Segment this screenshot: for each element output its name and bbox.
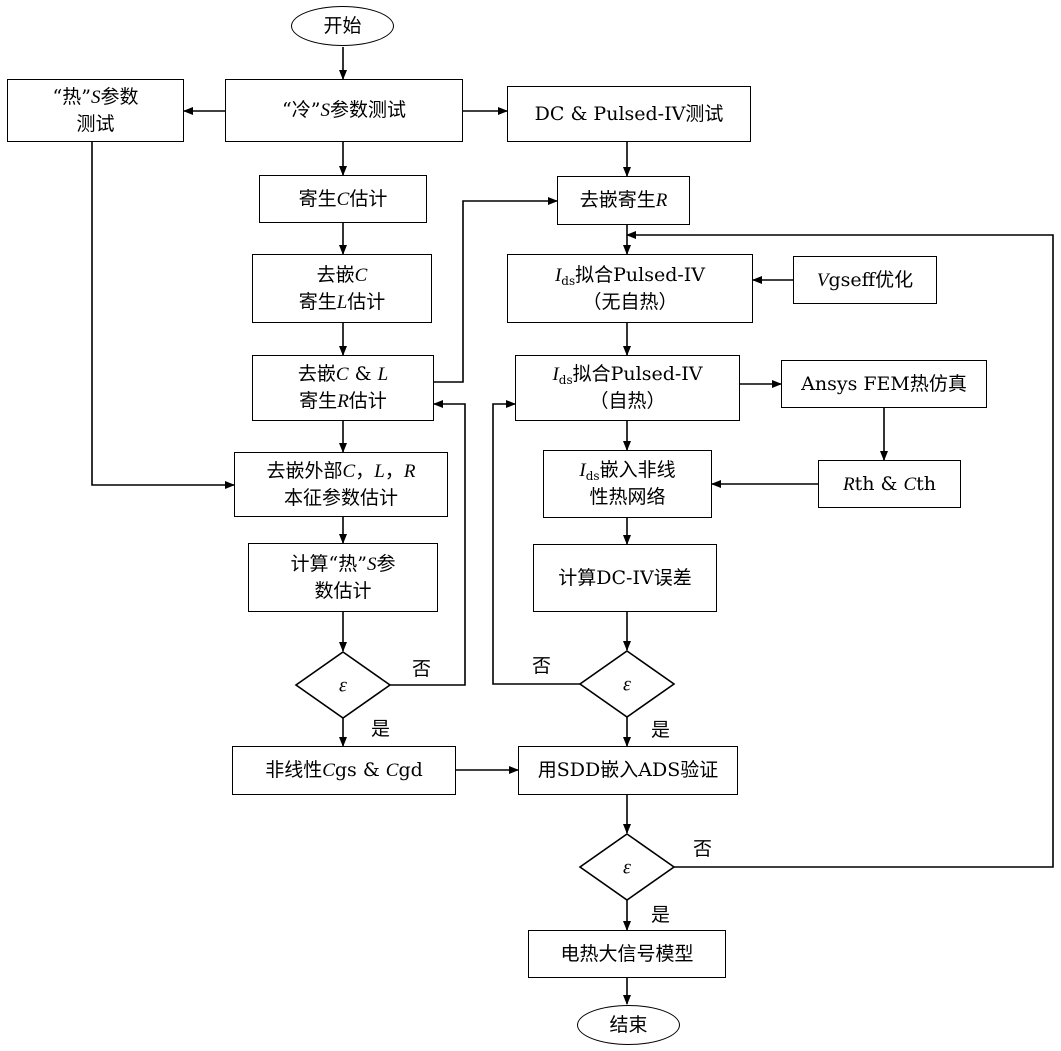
ids-fit-selfheat-box: Ids拟合Pulsed-IV （自热）: [515, 355, 740, 421]
deembed-parasitic-r-box: 去嵌寄生R: [557, 176, 690, 225]
no-label-left: 否: [412, 658, 432, 680]
decision-bottom-symbol: ε: [623, 856, 631, 879]
ids-embed-thermal-network-box: Ids嵌入非线 性热网络: [543, 450, 712, 518]
arrow-hot-s-to-deembed-ext: [91, 142, 235, 489]
deembed-c-box: 去嵌C 寄生L估计: [252, 254, 432, 323]
end-terminal: 结束: [577, 1005, 680, 1045]
nonlinear-cgs-cgd-box: 非线性Cgs & Cgd: [232, 746, 456, 795]
yes-label-left: 是: [371, 718, 391, 740]
decision-left-symbol: ε: [339, 674, 347, 697]
hot-s-param-test-box: “热”S参数 测试: [7, 79, 184, 142]
cold-s-param-test-box: “冷”S参数测试: [225, 79, 463, 142]
arrow-decision-bottom-no: [626, 231, 1054, 868]
vgseff-optimize-box: Vgseff优化: [793, 256, 937, 304]
sdd-ads-verify-box: 用SDD嵌入ADS验证: [518, 746, 738, 795]
yes-label-middle: 是: [651, 719, 671, 741]
start-terminal: 开始: [291, 6, 394, 46]
ansys-fem-box: Ansys FEM热仿真: [781, 360, 987, 408]
calc-hot-s-box: 计算“热”S参 数估计: [248, 543, 438, 612]
decision-middle-symbol: ε: [623, 673, 631, 696]
arrow-deembed-cl-to-deembed-r: [434, 197, 558, 383]
deembed-cl-box: 去嵌C & L 寄生R估计: [252, 355, 434, 421]
start-label: 开始: [323, 14, 362, 37]
electrothermal-model-box: 电热大信号模型: [528, 930, 726, 978]
end-label: 结束: [609, 1013, 648, 1036]
no-label-bottom: 否: [693, 838, 713, 860]
arrow-decision-middle-no: [492, 400, 580, 685]
rth-cth-box: Rth & Cth: [818, 460, 961, 508]
ids-fit-no-selfheat-box: Ids拟合Pulsed-IV （无自热）: [507, 254, 753, 323]
yes-label-bottom: 是: [651, 904, 671, 926]
arrow-decision-left-no: [390, 400, 466, 686]
deembed-external-box: 去嵌外部C，L，R 本征参数估计: [234, 452, 448, 517]
dc-pulsed-iv-test-box: DC & Pulsed-IV测试: [507, 86, 751, 142]
calc-dc-iv-error-box: 计算DC-IV误差: [533, 544, 717, 612]
parasitic-c-estimate-box: 寄生C估计: [259, 175, 427, 223]
no-label-middle: 否: [532, 655, 552, 677]
